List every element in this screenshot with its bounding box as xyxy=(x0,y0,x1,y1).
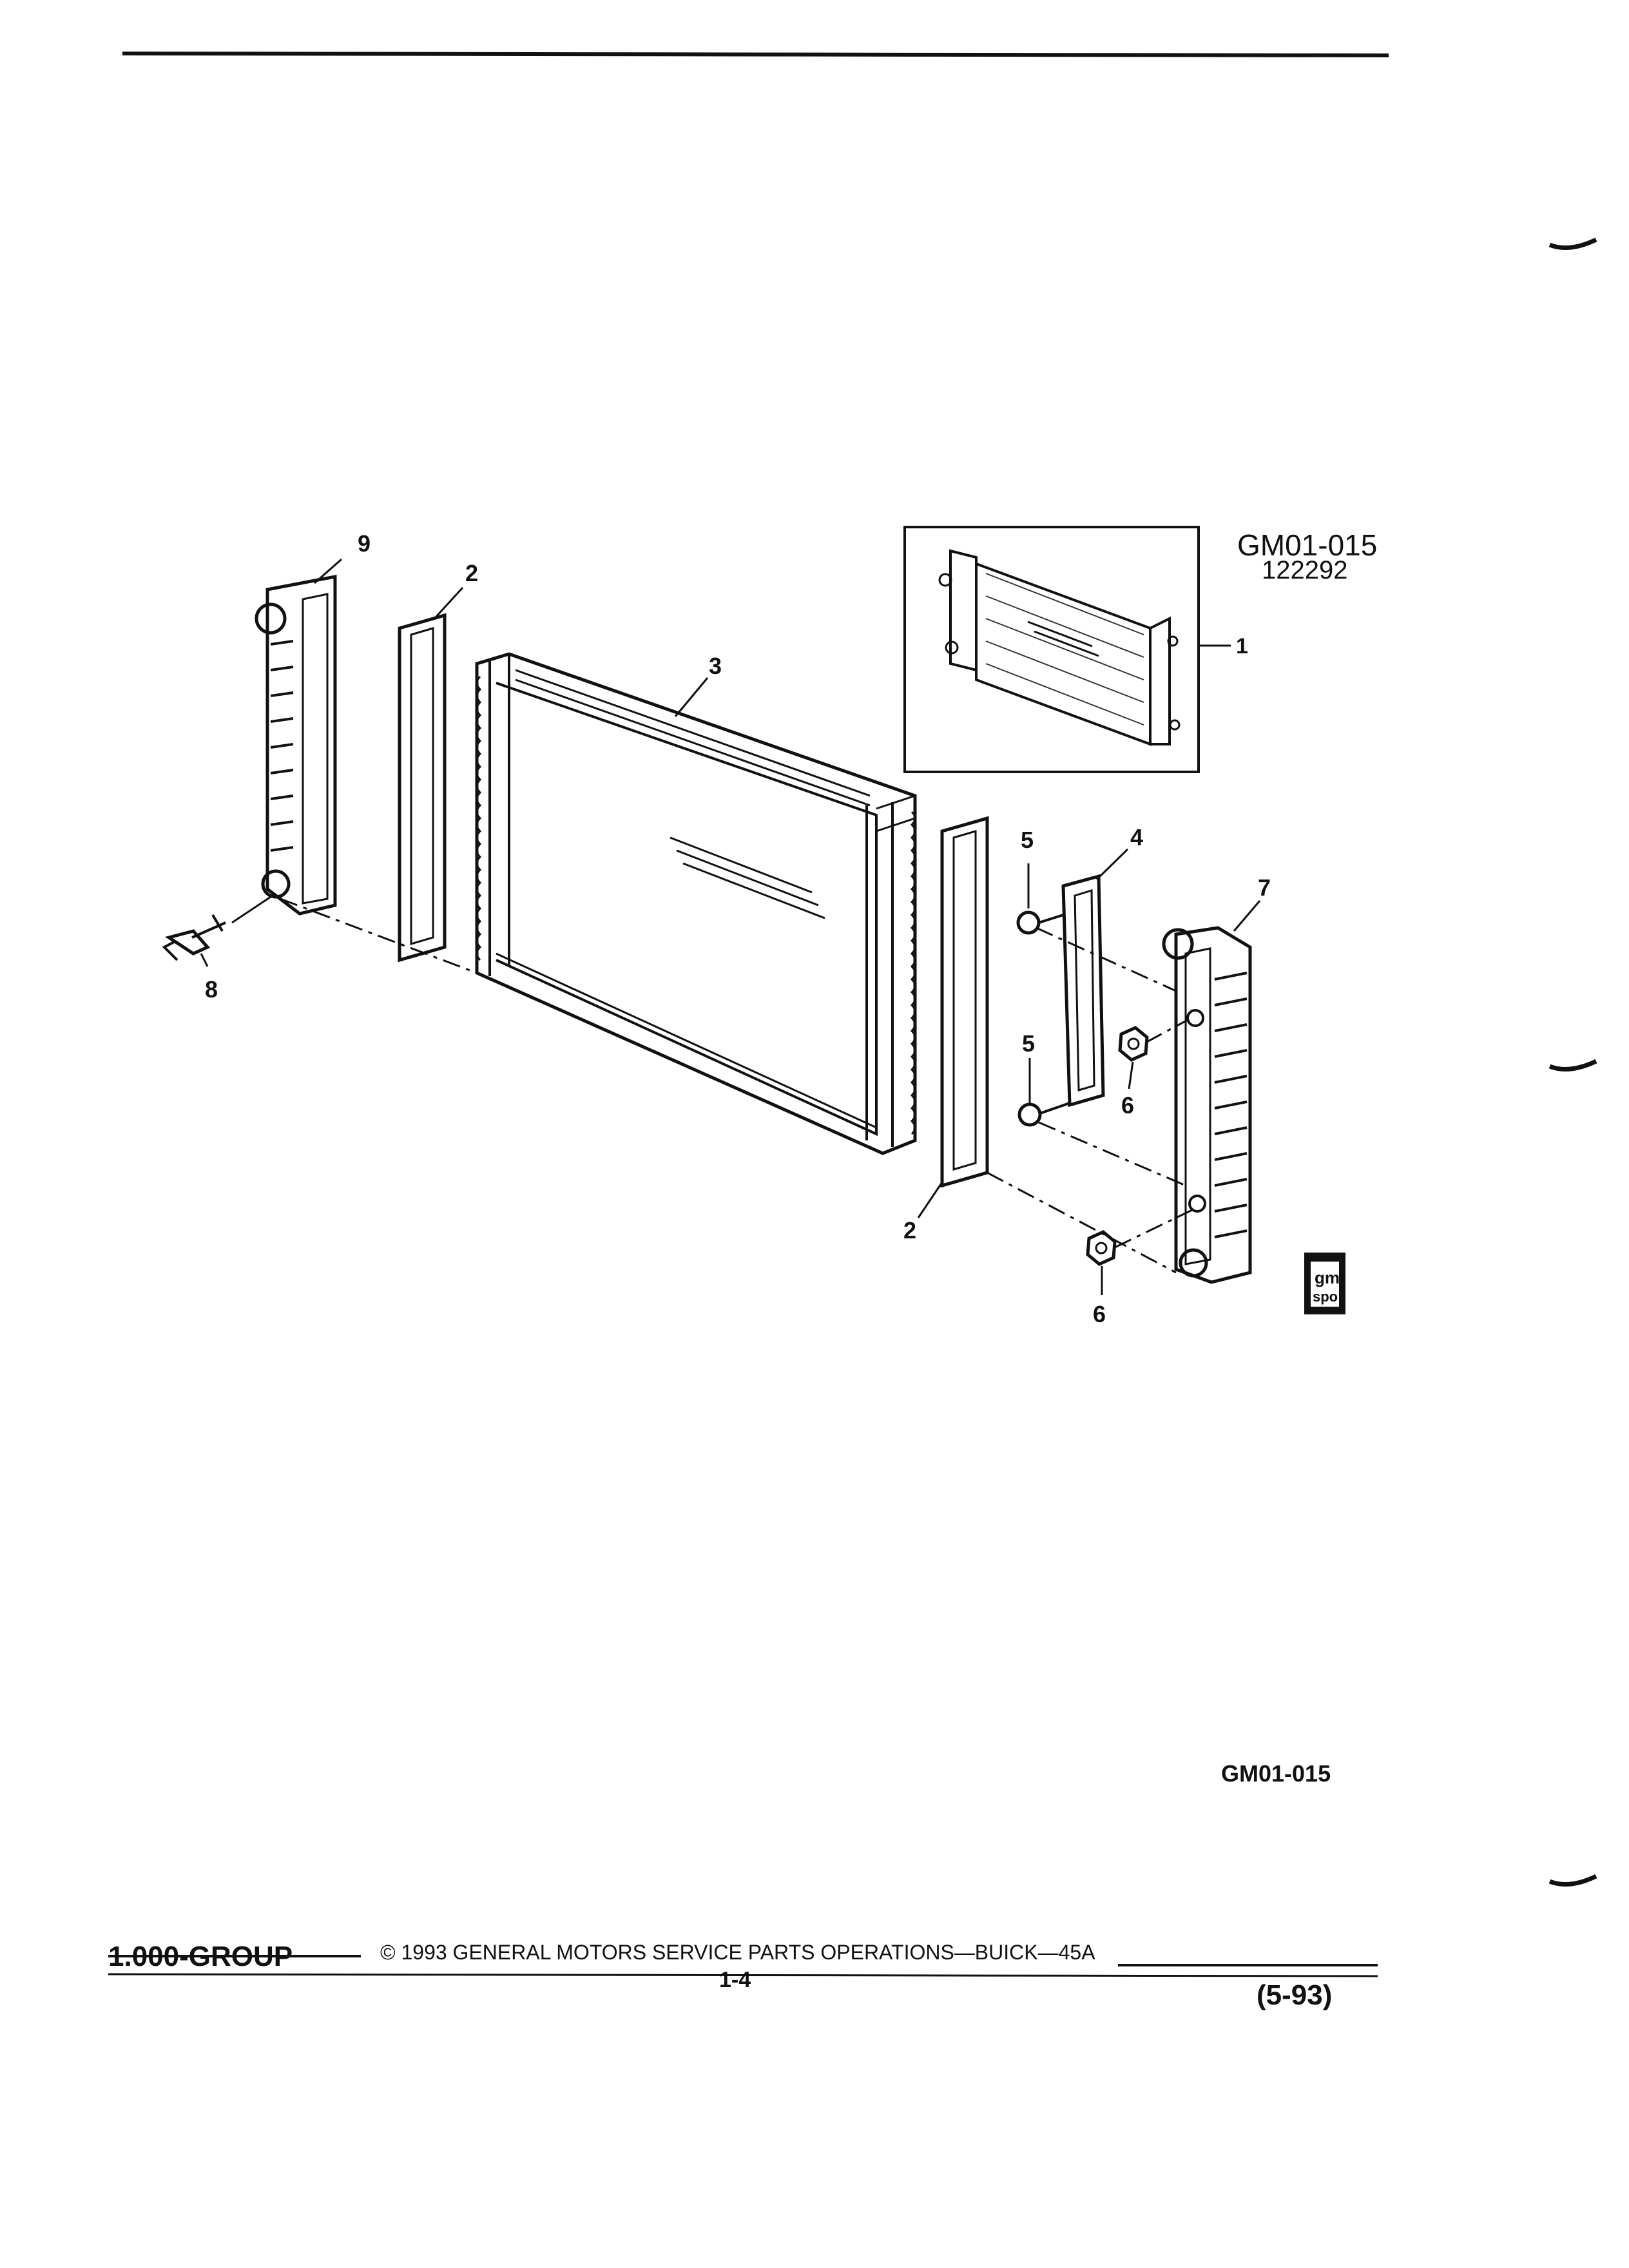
footer-page-number: 1-4 xyxy=(719,1968,751,1992)
drain-cock-part-8 xyxy=(162,914,226,961)
left-gasket-part-2 xyxy=(398,613,447,963)
callout-4: 4 xyxy=(1130,824,1143,850)
callout-2-left: 2 xyxy=(465,560,478,586)
left-tank-part-9 xyxy=(255,574,337,916)
figure-code-bottom: GM01-015 xyxy=(1221,1760,1331,1787)
logo-text-bottom: spo xyxy=(1313,1289,1338,1305)
margin-mark xyxy=(1548,1059,1597,1072)
right-gasket-part-2 xyxy=(940,816,989,1188)
assembled-radiator-inset xyxy=(903,526,1231,773)
nut-part-6-lower xyxy=(1086,1230,1117,1266)
callout-1: 1 xyxy=(1236,634,1248,658)
figure-date-code: 122292 xyxy=(1262,556,1347,584)
nut-part-6-upper xyxy=(1118,1026,1149,1062)
callout-8: 8 xyxy=(205,976,218,1003)
bushing-part-5-upper xyxy=(1016,910,1064,935)
bushing-part-5-lower xyxy=(1017,1102,1070,1127)
alignment-lines xyxy=(280,898,1193,1274)
top-rule xyxy=(122,52,1389,57)
gm-spo-logo: gm spo xyxy=(1304,1253,1345,1314)
radiator-core-part-3 xyxy=(475,652,917,1155)
footer-date: (5-93) xyxy=(1257,1979,1333,2011)
logo-text-top: gm xyxy=(1315,1268,1340,1287)
callout-3: 3 xyxy=(709,653,722,679)
margin-mark xyxy=(1548,237,1597,250)
callout-9: 9 xyxy=(358,530,371,557)
margin-mark xyxy=(1548,1874,1597,1887)
callout-2-right: 2 xyxy=(903,1217,916,1244)
bracket-part-4 xyxy=(1061,874,1105,1108)
callout-5-lower: 5 xyxy=(1022,1030,1035,1057)
footer-rule-bottom xyxy=(108,1973,1378,1977)
callout-7: 7 xyxy=(1258,874,1271,901)
footer-group: 1.000-GROUP xyxy=(108,1941,293,1972)
callout-6-upper: 6 xyxy=(1121,1092,1134,1119)
callout-5-upper: 5 xyxy=(1021,827,1034,853)
footer-copyright: © 1993 GENERAL MOTORS SERVICE PARTS OPER… xyxy=(380,1941,1095,1964)
right-tank-part-7 xyxy=(1162,926,1252,1284)
callout-6-lower: 6 xyxy=(1093,1301,1106,1327)
figure-id: GM01-015 xyxy=(1237,528,1377,562)
